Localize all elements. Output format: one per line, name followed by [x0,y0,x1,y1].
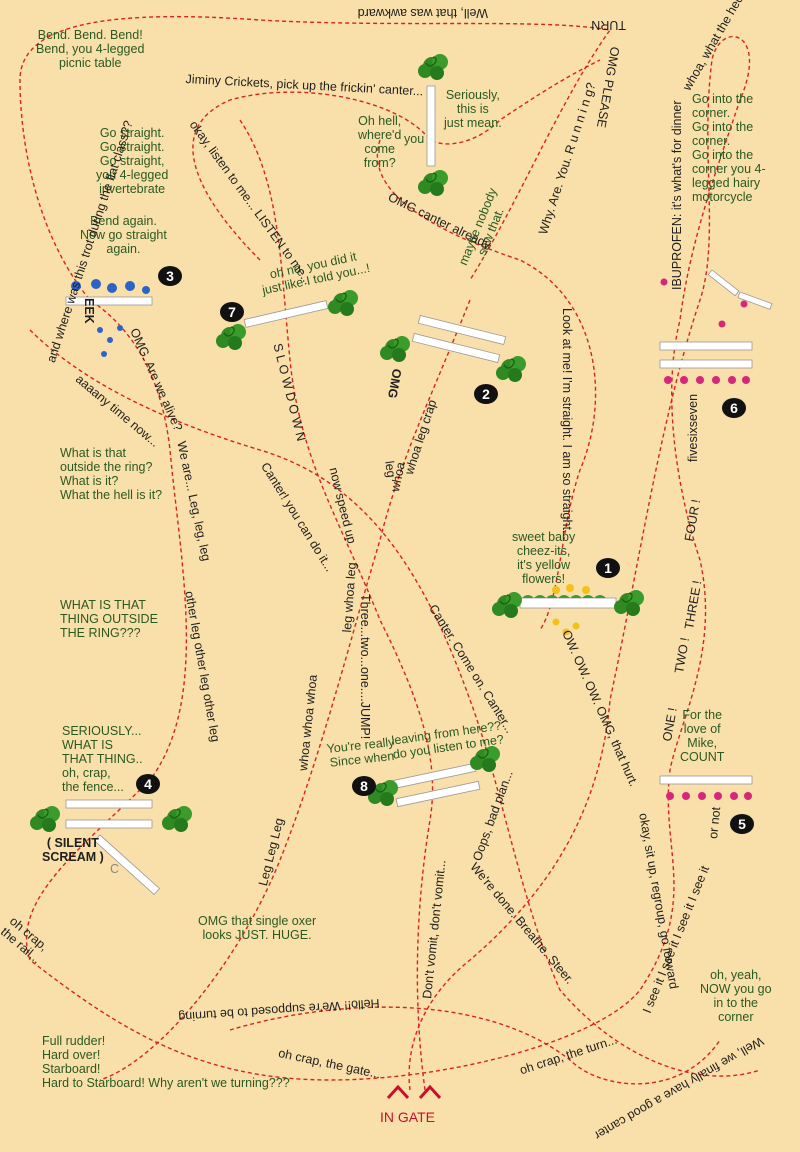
fence-number-3: 3 [158,266,182,286]
label-c: C [110,862,120,876]
note-sweet-baby: sweet baby cheez-its, it's yellow flower… [512,530,576,586]
fence-number-8: 8 [352,776,376,796]
fence-number-2: 2 [474,384,498,404]
path-bottom [229,1006,721,1085]
path-top-left-loop [192,59,601,261]
note-ibuprofen: IBUPROFEN: it's what's for dinner [670,100,684,290]
fence-number-1: 1 [596,558,620,578]
ride-path [19,15,761,1091]
top-rail [417,53,449,197]
fence-6 [659,269,773,384]
label-silent-scream: ( SILENT SCREAM ) [42,836,104,864]
note-oh-hell: Oh hell, where'd come from? [358,114,402,170]
fence-8 [367,745,501,808]
in-gate-label: IN GATE [380,1109,435,1125]
fence-number-5: 5 [730,814,754,834]
fence-number-7: 7 [220,302,244,322]
note-seriously-what: SERIOUSLY... WHAT IS THAT THING.. oh, cr… [62,724,143,794]
note-three-two-one: Three...two...one....JUMP! [358,594,372,740]
note-for-the-love: For the love of Mike, COUNT [680,708,725,764]
path-cross-1 [29,329,761,1077]
fence-4 [29,799,193,896]
in-gate-arrows [386,1084,442,1100]
note-what-is-that-thing: WHAT IS THAT THING OUTSIDE THE RING??? [60,598,158,640]
note-oh-yeah: oh, yeah, NOW you go in to the corner [700,968,772,1024]
fence-7 [215,289,359,351]
note-bend-again: Bend again. Now go straight again. [80,214,167,256]
note-go-straight: Go straight. Go straight. Go straight, y… [96,126,169,196]
fence-number-6: 6 [722,398,746,418]
note-what-is-that: What is that outside the ring? What is i… [60,446,163,502]
path-cross-2 [239,119,434,1091]
note-turn: TURN [591,18,626,32]
note-seriously-mean: Seriously, this is just mean. [444,88,502,130]
fence-2 [379,314,527,383]
label-eek: EEK [82,298,96,324]
fence-5 [659,775,753,800]
note-you: you [404,132,425,146]
path-loop-top [29,35,751,1091]
path-loop-left [19,15,612,961]
note-omg-oxer: OMG that single oxer looks JUST. HUGE. [198,914,317,942]
fence-1 [491,584,645,636]
path-top-right [376,139,597,631]
note-corner: Go into the corner. Go into the corner. … [692,92,766,204]
note-full-rudder: Full rudder! Hard over! Starboard! Hard … [42,1034,290,1090]
fence-number-4: 4 [136,774,160,794]
note-five-six-seven: fivesixseven [686,393,700,462]
note-well-awkward: Well, that was awkward [357,6,488,20]
note-look-at-me: Look at me! I'm straight. I am so straig… [560,308,574,541]
note-bend: Bend. Bend. Bend! Bend, you 4-legged pic… [36,28,145,70]
fence-3 [65,279,153,357]
path-cross-3 [99,299,471,1081]
